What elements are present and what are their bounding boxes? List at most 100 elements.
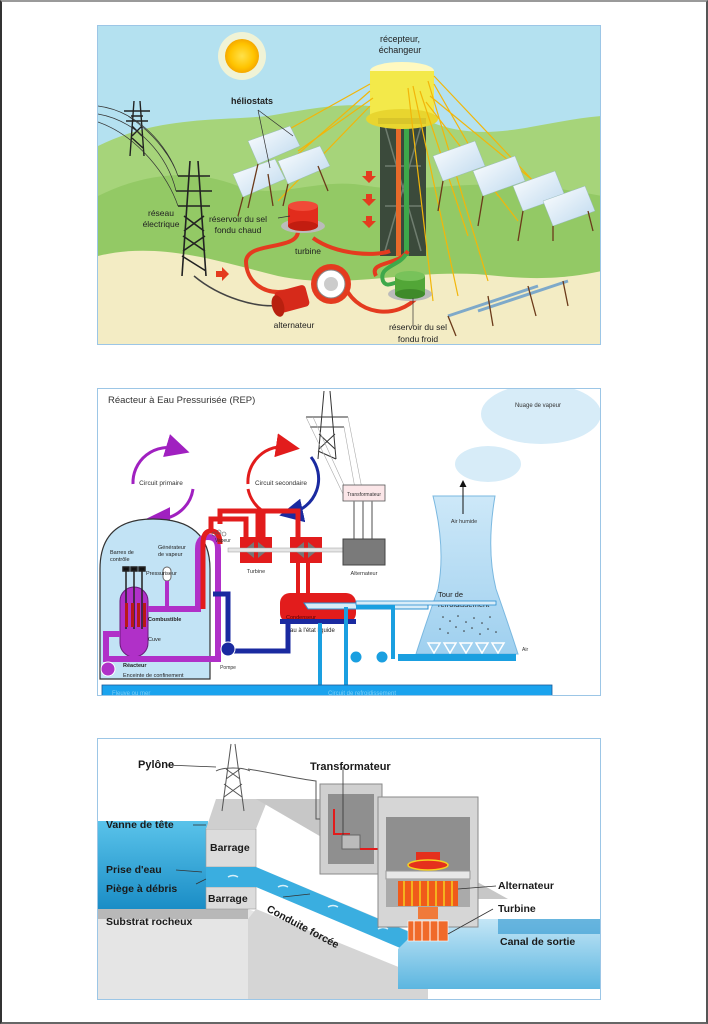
heliostats-label: héliostats xyxy=(231,96,273,106)
cold-tank-label-1: réservoir du sel xyxy=(389,322,447,332)
receiver-exchanger xyxy=(366,62,438,129)
primary-circuit-label: Circuit primaire xyxy=(139,480,183,487)
cooling-pump-1 xyxy=(349,650,363,664)
hot-tank-label-2: fondu chaud xyxy=(215,225,262,235)
flow-arrows xyxy=(216,171,376,281)
tower-packing xyxy=(426,642,506,655)
power-lines xyxy=(98,105,179,207)
dam-upper xyxy=(205,828,257,868)
humid-air-label: Air humide xyxy=(451,519,477,525)
reactor-label: Réacteur xyxy=(123,663,147,669)
power-pylon-front xyxy=(176,160,212,277)
steam-label: Vapeur xyxy=(215,538,231,544)
steam-generator-label-1: Générateur xyxy=(158,545,186,551)
air-label: Air xyxy=(522,647,528,653)
head-gate-label: Vanne de tête xyxy=(106,819,174,831)
alternator xyxy=(271,285,310,317)
turbine xyxy=(311,264,351,304)
receiver-label-1: récepteur, xyxy=(380,34,420,44)
pylon-label: Pylône xyxy=(138,759,174,771)
steam-pipe xyxy=(208,516,249,549)
steam-bubbles xyxy=(211,529,227,537)
cooling-pump-2 xyxy=(375,650,389,664)
hot-salt-tank xyxy=(281,201,325,233)
reservoir-water xyxy=(98,821,208,909)
feedwater-pump xyxy=(220,641,236,657)
transformer-box xyxy=(342,484,386,502)
turbine-shaft xyxy=(227,547,357,553)
outlet-water xyxy=(398,919,600,989)
hot-tank-label-1: réservoir du sel xyxy=(209,214,267,224)
control-rods-label-1: Barres de xyxy=(110,550,134,556)
tower-basin xyxy=(398,654,516,661)
debris-trap-label: Piège à débris xyxy=(106,883,177,895)
containment-label: Enceinte de confinement xyxy=(123,673,184,679)
turbine-label: Turbine xyxy=(247,569,265,575)
condenser-label: Condenseur xyxy=(286,615,316,621)
containment-building xyxy=(99,518,211,680)
control-rods-label-2: contrôle xyxy=(110,557,130,563)
grid-label-2: électrique xyxy=(143,219,180,229)
primary-pump xyxy=(100,661,116,677)
steam-pipe-2 xyxy=(217,508,301,539)
alternator-label: Alternateur xyxy=(498,880,554,892)
river-channel xyxy=(101,684,553,695)
feedwater-pipe xyxy=(213,591,291,654)
power-pylon xyxy=(305,390,364,495)
pump-label: Pompe xyxy=(220,665,236,671)
dam-lower-label: Barrage xyxy=(208,893,248,905)
power-cable xyxy=(247,768,320,820)
solar-power-plant-diagram: récepteur, échangeur héliostats réseau é… xyxy=(97,25,601,345)
transformer xyxy=(341,834,361,850)
hot-salt-pipe xyxy=(243,230,391,294)
transformer-label: Transformateur xyxy=(347,492,381,498)
vessel-label: Cuve xyxy=(148,637,161,643)
fuel-rods xyxy=(125,603,146,627)
receiver-label-2: échangeur xyxy=(379,45,422,55)
alternator-label: alternateur xyxy=(274,320,315,330)
river-label: Fleuve ou mer xyxy=(112,691,150,696)
cooling-tower xyxy=(415,495,519,655)
cooling-tower-label-1: Tour de xyxy=(438,590,463,599)
hot-water-spray-pipe xyxy=(355,600,497,606)
hydroelectric-dam-diagram: Pylône Transformateur Vanne de tête Barr… xyxy=(97,738,601,1000)
transformer-wires xyxy=(353,501,373,539)
heliostats-right xyxy=(432,140,596,337)
liquid-water-label: Eau à l'état liquide xyxy=(286,628,336,634)
water-intake-label: Prise d'eau xyxy=(106,864,162,876)
nuclear-title: Réacteur à Eau Pressurisée (REP) xyxy=(108,395,255,406)
label-leaders xyxy=(257,109,414,326)
fuel-label: Combustible xyxy=(148,617,181,623)
secondary-circuit-label: Circuit secondaire xyxy=(255,480,307,487)
transformer-building xyxy=(319,783,389,875)
sun-icon xyxy=(218,32,266,80)
steam-cloud-label: Nuage de vapeur xyxy=(515,403,561,409)
primary-circuit-icon xyxy=(131,434,195,532)
dam-upper-label: Barrage xyxy=(210,842,250,854)
solar-diagram-canvas: récepteur, échangeur héliostats réseau é… xyxy=(98,26,600,344)
transformer-label: Transformateur xyxy=(310,761,391,773)
pressurizer-label: Pressuriseur xyxy=(146,571,177,577)
turbine-label: Turbine xyxy=(498,903,536,915)
dam-top xyxy=(206,799,268,829)
cold-tank-label-2: fondu froid xyxy=(398,334,438,344)
hydro-diagram-canvas: Pylône Transformateur Vanne de tête Barr… xyxy=(98,743,600,999)
alternator-label: Alternateur xyxy=(351,571,378,577)
penstock-base xyxy=(248,909,428,999)
cooling-circuit-label: Circuit de refroidissement xyxy=(328,691,396,696)
alternator xyxy=(398,852,458,906)
receiver-tower xyxy=(380,121,426,256)
nuclear-pwr-diagram: Réacteur à Eau Pressurisée (REP) Nuage d… xyxy=(97,388,601,696)
steam-generator-label-2: de vapeur xyxy=(158,552,183,558)
bedrock-label: Substrat rocheux xyxy=(106,916,193,928)
water-droplets xyxy=(439,615,497,635)
label-leaders xyxy=(165,764,497,935)
nuclear-diagram-canvas: Réacteur à Eau Pressurisée (REP) Nuage d… xyxy=(99,389,600,696)
primary-loop-pipe xyxy=(103,533,221,662)
steam-cloud-large xyxy=(481,389,600,444)
alternator xyxy=(342,538,386,566)
grid-label-1: réseau xyxy=(148,208,174,218)
cooling-water-pipes xyxy=(318,605,395,687)
turbine-label: turbine xyxy=(295,246,321,256)
heliostats-left xyxy=(232,125,331,217)
